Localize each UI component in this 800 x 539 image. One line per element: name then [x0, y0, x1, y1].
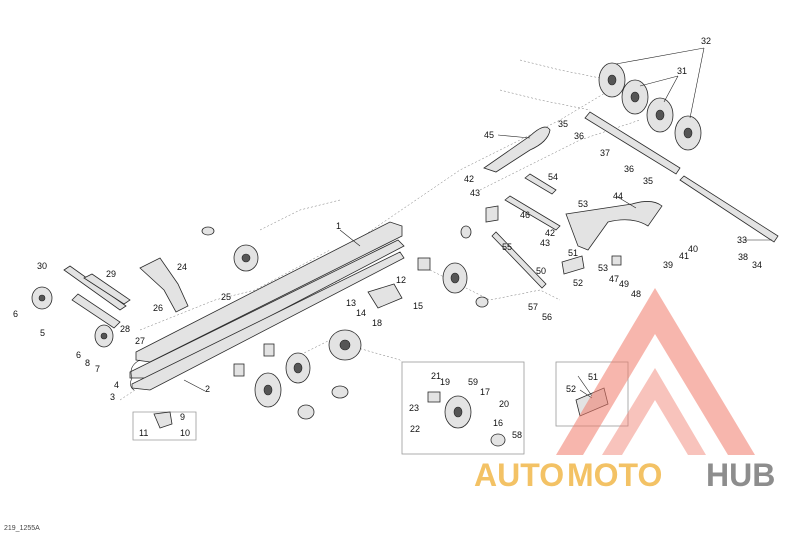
part-label: 13: [346, 298, 356, 308]
watermark-auto: AUTO: [474, 457, 564, 493]
part-label: 55: [502, 242, 512, 252]
part-label: 34: [752, 260, 762, 270]
part-label: 10: [180, 428, 190, 438]
wheels: [31, 62, 702, 429]
part-label: 50: [536, 266, 546, 276]
part-label: 53: [598, 263, 608, 273]
part-label: 6: [13, 309, 18, 319]
part-label: 36: [574, 131, 584, 141]
part-label: 29: [106, 269, 116, 279]
watermark-hub: HUB: [706, 457, 775, 493]
watermark: AUTO MOTO HUB: [474, 288, 775, 493]
part-label: 51: [568, 248, 578, 258]
part-label: 47: [609, 274, 619, 284]
part-label: 43: [540, 238, 550, 248]
track-rail: [129, 221, 405, 391]
part-label: 16: [493, 418, 503, 428]
part-label: 42: [464, 174, 474, 184]
shafts: [63, 111, 779, 329]
part-label: 25: [221, 292, 231, 302]
part-label: 6: [76, 350, 81, 360]
part-label: 2: [205, 384, 210, 394]
part-label: 3: [110, 392, 115, 402]
part-label: 18: [372, 318, 382, 328]
part-label: 39: [663, 260, 673, 270]
part-label: 32: [701, 36, 711, 46]
reference-code: 219_1255A: [4, 525, 40, 532]
part-label: 43: [470, 188, 480, 198]
arms-and-brackets: [139, 126, 663, 447]
part-label: 52: [573, 278, 583, 288]
part-label: 36: [624, 164, 634, 174]
part-label: 58: [512, 430, 522, 440]
watermark-logo: [556, 288, 755, 455]
part-label: 37: [600, 148, 610, 158]
part-label: 53: [578, 199, 588, 209]
part-label: 22: [410, 424, 420, 434]
detail-box-16-23: [401, 361, 525, 455]
part-label: 11: [139, 428, 148, 438]
part-label: 31: [677, 66, 687, 76]
part-label: 46: [520, 210, 530, 220]
part-label: 33: [737, 235, 747, 245]
part-label: 17: [480, 387, 490, 397]
part-label: 5: [40, 328, 45, 338]
part-label: 14: [356, 308, 366, 318]
part-label: 49: [619, 279, 629, 289]
part-label: 35: [643, 176, 653, 186]
part-label: 15: [413, 301, 423, 311]
part-label: 7: [95, 364, 100, 374]
part-label: 44: [613, 191, 623, 201]
part-label: 51: [588, 372, 598, 382]
part-label: 21: [431, 371, 441, 381]
detail-box-9-11: [132, 411, 197, 441]
part-label: 24: [177, 262, 187, 272]
part-label: 9: [180, 412, 185, 422]
part-label: 20: [499, 399, 509, 409]
part-label: 19: [440, 377, 450, 387]
part-label: 48: [631, 289, 641, 299]
part-label: 40: [688, 244, 698, 254]
part-label: 30: [37, 261, 47, 271]
part-label: 12: [396, 275, 406, 285]
part-label: 56: [542, 312, 552, 322]
part-label: 41: [679, 251, 689, 261]
part-label: 45: [484, 130, 494, 140]
part-label: 23: [409, 403, 419, 413]
part-label: 8: [85, 358, 90, 368]
part-label: 42: [545, 228, 555, 238]
part-label: 38: [738, 252, 748, 262]
part-label: 54: [548, 172, 558, 182]
part-label: 59: [468, 377, 478, 387]
part-label: 57: [528, 302, 538, 312]
part-label: 1: [336, 221, 341, 231]
part-label: 28: [120, 324, 130, 334]
watermark-moto: MOTO: [567, 457, 662, 493]
part-label: 27: [135, 336, 145, 346]
part-label: 4: [114, 380, 119, 390]
part-label: 35: [558, 119, 568, 129]
part-label: 52: [566, 384, 576, 394]
part-label: 26: [153, 303, 163, 313]
part-callouts: 1 2 3 4 5 6 6 7 8 9 10 11 12 13 14 15 16…: [13, 36, 762, 440]
leader-lines: [183, 47, 772, 399]
